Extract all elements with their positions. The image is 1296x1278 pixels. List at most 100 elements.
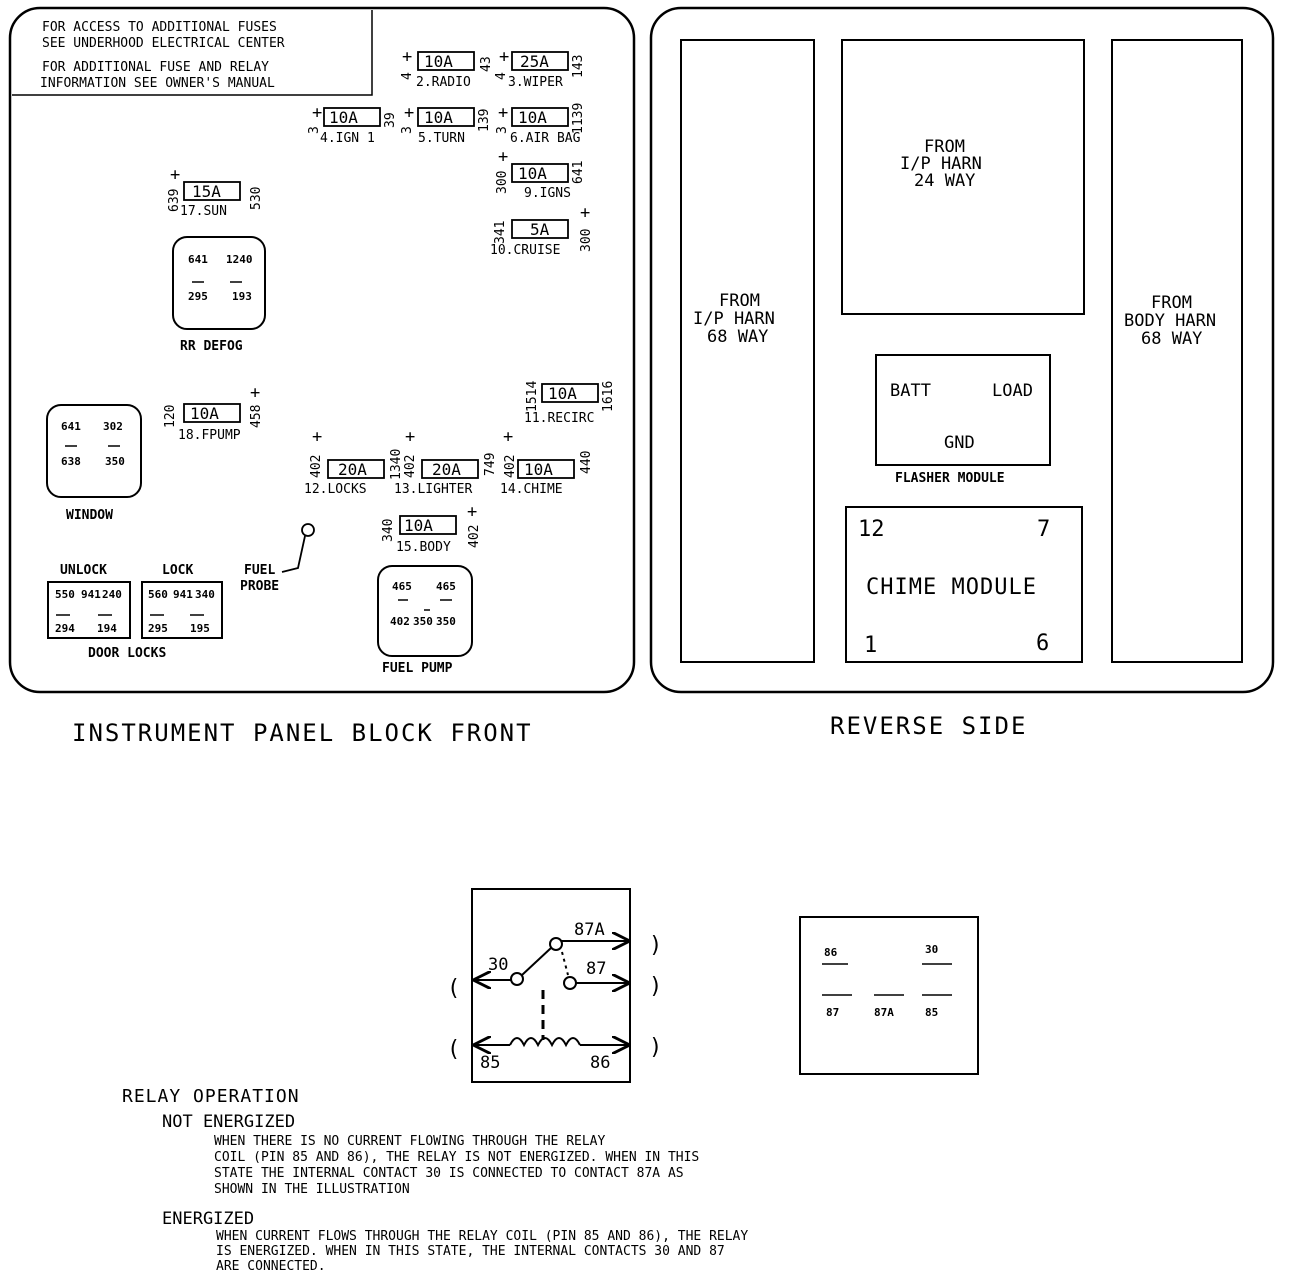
chime-pin-12: 12 [858, 517, 885, 542]
unlock-pin-4: 294 [55, 622, 75, 635]
fuse-9-plus: + [498, 147, 508, 167]
fuse-12-right-pin: 1340 [389, 449, 404, 480]
body68-line3: 68 WAY [1141, 329, 1202, 349]
lock-pin-1: 560 [148, 588, 168, 601]
fuel-probe-line1: FUEL [244, 563, 275, 578]
fuse-14-plus: + [503, 427, 513, 447]
fuse-11-right-pin: 1616 [601, 381, 616, 412]
paren-left-85: ( [447, 1037, 461, 1062]
not-energized-line2: COIL (PIN 85 AND 86), THE RELAY IS NOT E… [214, 1150, 699, 1165]
fuse-12-left-pin: 402 [309, 455, 324, 478]
rr-defog-pin-4: 193 [232, 290, 252, 303]
fuse-9-name: 9.IGNS [524, 186, 571, 201]
not-energized-heading: NOT ENERGIZED [162, 1112, 295, 1132]
unlock-label: UNLOCK [60, 563, 107, 578]
fuse-17-name: 17.SUN [180, 204, 227, 219]
fuse-5-turn: 10A 5.TURN 3 139 + [400, 103, 492, 146]
lock-pin-4: 295 [148, 622, 168, 635]
window-pin-3: 638 [61, 455, 81, 468]
fuse-3-right-pin: 143 [571, 55, 586, 78]
fuse-17-rating: 15A [192, 182, 221, 201]
fuse-4-rating: 10A [329, 108, 358, 127]
fuse-2-left-pin: 4 [400, 72, 415, 80]
fuse-9-igns: 10A 9.IGNS 300 641 + [495, 147, 586, 201]
door-locks-label: DOOR LOCKS [88, 646, 166, 661]
flasher-module: BATT LOAD GND FLASHER MODULE [875, 354, 1051, 486]
fuse-14-rating: 10A [524, 460, 553, 479]
note-relay-line1: FOR ADDITIONAL FUSE AND RELAY [42, 60, 269, 75]
relay-pin-layout: 86 30 87 87A 85 [799, 916, 979, 1075]
fuse-10-name: 10.CRUISE [490, 243, 560, 258]
energized-heading: ENERGIZED [162, 1209, 254, 1229]
rr-defog-label: RR DEFOG [180, 339, 243, 354]
ip24-line3: 24 WAY [914, 171, 975, 191]
fuse-13-lighter: 20A 13.LIGHTER 402 749 + [394, 427, 498, 497]
paren-right-86: ) [649, 1035, 663, 1060]
rr-defog-pin-2: 1240 [226, 253, 253, 266]
fuse-3-left-pin: 4 [494, 72, 509, 80]
unlock-pin-5: 194 [97, 622, 117, 635]
fuse-10-plus: + [580, 203, 590, 223]
not-energized-line4: SHOWN IN THE ILLUSTRATION [214, 1182, 410, 1197]
contact-30-node [510, 972, 524, 986]
fuse-18-fpump: 10A 18.FPUMP 120 458 + [163, 383, 264, 443]
fuse-14-left-pin: 402 [503, 455, 518, 478]
fuse-2-plus: + [402, 47, 412, 67]
fuse-17-right-pin: 530 [249, 187, 264, 210]
fuse-6-plus: + [498, 103, 508, 123]
fuse-15-body: 10A 15.BODY 340 402 + [381, 502, 482, 555]
fuse-12-plus: + [312, 427, 322, 447]
chime-pin-7: 7 [1037, 517, 1050, 542]
relay-operation-title: RELAY OPERATION [122, 1086, 300, 1107]
fuel-probe-line2: PROBE [240, 579, 279, 594]
relay-rr-defog: 641 1240 295 193 RR DEFOG [172, 236, 266, 354]
schem-label-85: 85 [480, 1053, 500, 1073]
fuse-9-left-pin: 300 [495, 171, 510, 194]
fuse-10-rating: 5A [530, 220, 550, 239]
reverse-side-title: REVERSE SIDE [830, 712, 1027, 740]
fuel-pump-pin-5: 350 [436, 615, 456, 628]
schem-label-87a: 87A [574, 920, 605, 940]
note-relay-line2: INFORMATION SEE OWNER'S MANUAL [40, 76, 275, 91]
fuse-14-chime: 10A 14.CHIME 402 440 + [500, 427, 594, 497]
fuse-3-name: 3.WIPER [508, 75, 563, 90]
window-label: WINDOW [66, 508, 113, 523]
fuse-13-plus: + [405, 427, 415, 447]
energized-line3: ARE CONNECTED. [216, 1259, 326, 1274]
fuse-18-plus: + [250, 383, 260, 403]
fuse-5-name: 5.TURN [418, 131, 465, 146]
fuse-9-rating: 10A [518, 164, 547, 183]
fuse-5-rating: 10A [424, 108, 453, 127]
fuse-13-rating: 20A [432, 460, 461, 479]
fuse-13-left-pin: 402 [403, 455, 418, 478]
lock-label: LOCK [162, 563, 193, 578]
fuel-pump-label: FUEL PUMP [382, 661, 453, 676]
pin-layout-87a: 87A [874, 1006, 894, 1019]
note-fuses-line1: FOR ACCESS TO ADDITIONAL FUSES [42, 20, 277, 35]
front-panel-outline [8, 6, 636, 694]
fuse-6-right-pin: 1139 [571, 103, 586, 134]
fuse-15-right-pin: 402 [467, 525, 482, 548]
not-energized-line3: STATE THE INTERNAL CONTACT 30 IS CONNECT… [214, 1166, 684, 1181]
paren-right-87a: ) [649, 933, 663, 958]
ip68-line3: 68 WAY [707, 327, 768, 347]
relay-fuel-pump: 465 465 402 350 350 FUEL PUMP [377, 565, 473, 676]
fuse-15-plus: + [467, 502, 477, 522]
ip68-line1: FROM [719, 291, 760, 311]
fuse-10-cruise: 5A 10.CRUISE 341 300 + [490, 203, 594, 258]
fuse-15-name: 15.BODY [396, 540, 451, 555]
body68-line1: FROM [1151, 293, 1192, 313]
contact-87a-node [549, 937, 563, 951]
connector-body-harn-68: FROM BODY HARN 68 WAY [1111, 39, 1243, 663]
body68-line2: BODY HARN [1124, 311, 1216, 331]
fuse-3-plus: + [499, 47, 509, 67]
fuel-probe: FUEL PROBE [240, 523, 315, 594]
lock-pin-2: 941 [173, 588, 193, 601]
schem-label-30: 30 [488, 955, 508, 975]
fuse-4-right-pin: 39 [383, 112, 398, 128]
fuse-4-ign1: 10A 4.IGN 1 3 39 + [307, 103, 398, 146]
connector-ip-harn-68: FROM I/P HARN 68 WAY [680, 39, 815, 663]
unlock-pin-2: 941 [81, 588, 101, 601]
ip24-line2: I/P HARN [900, 154, 982, 174]
